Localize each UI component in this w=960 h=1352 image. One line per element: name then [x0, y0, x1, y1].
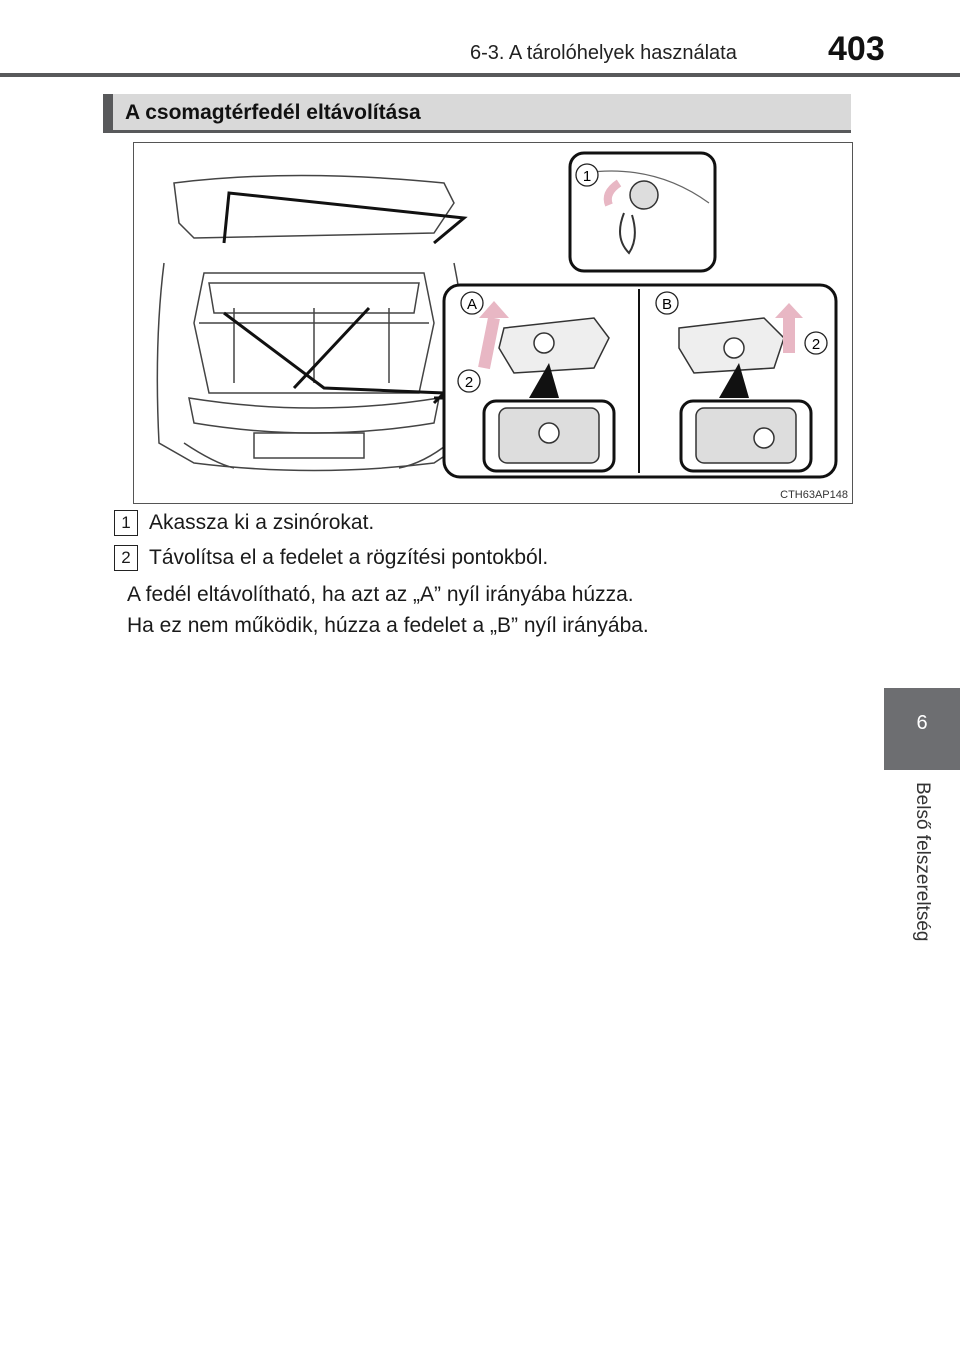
- inset-label-a: A: [467, 296, 477, 313]
- figure-code: CTH63AP148: [780, 489, 848, 501]
- topic-heading-bar: A csomagtérfedél eltávolítása: [103, 94, 851, 133]
- callout-2-b: 2: [812, 336, 820, 353]
- step-number: 1: [114, 510, 138, 536]
- inset-mount-points: A 2 B 2: [442, 283, 838, 479]
- pointer-lines: [222, 191, 468, 405]
- page-number: 403: [828, 30, 885, 68]
- chapter-tab: 6: [884, 688, 960, 770]
- step-text: Távolítsa el a fedelet a rögzítési ponto…: [149, 546, 549, 569]
- chapter-label: Belső felszereltség: [912, 782, 933, 942]
- note-line: Ha ez nem működik, húzza a fedelet a „B”…: [127, 614, 649, 637]
- header-rule: [0, 73, 960, 77]
- callout-1-label: 1: [583, 168, 591, 185]
- topic-heading-accent: [103, 94, 113, 133]
- step-text: Akassza ki a zsinórokat.: [149, 511, 375, 534]
- chapter-number: 6: [916, 712, 928, 734]
- inset-cord-hook: 1: [568, 151, 717, 273]
- chapter-label-container: Belső felszereltség: [905, 782, 935, 962]
- car-rear-drawing: [156, 174, 469, 472]
- illustration: 1 A 2 B 2: [133, 142, 853, 504]
- callout-2-a: 2: [465, 374, 473, 391]
- topic-title: A csomagtérfedél eltávolítása: [125, 101, 421, 124]
- step-number: 2: [114, 545, 138, 571]
- note-line: A fedél eltávolítható, ha azt az „A” nyí…: [127, 583, 634, 606]
- section-title: 6-3. A tárolóhelyek használata: [470, 42, 737, 64]
- trunk-illustration: 1 A 2 B 2: [156, 151, 838, 479]
- inset-label-b: B: [662, 296, 672, 313]
